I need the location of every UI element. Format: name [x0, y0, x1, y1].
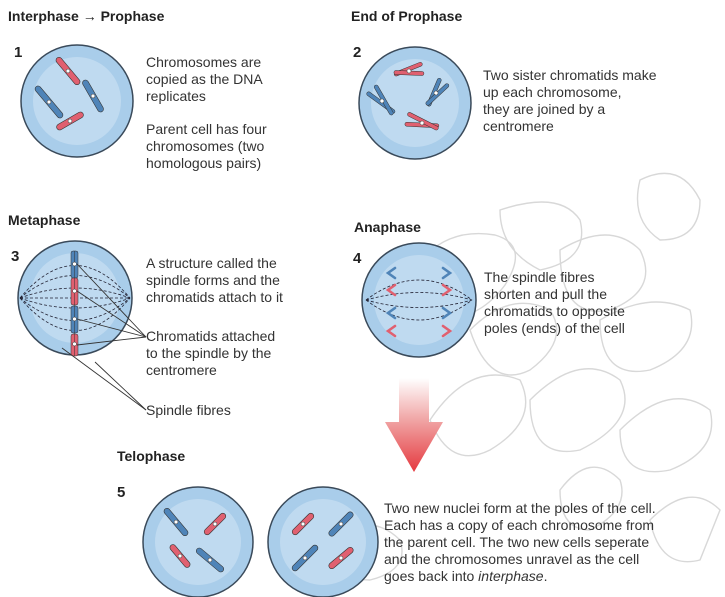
stage4-cell: [358, 240, 488, 370]
text-line: The spindle fibres: [484, 269, 625, 286]
stage3-description: A structure called the spindle forms and…: [146, 255, 283, 306]
stage5-cell-left: [140, 484, 260, 597]
interphase-term: interphase: [478, 568, 543, 584]
text-line: Two new nuclei form at the poles of the …: [384, 500, 656, 517]
text-fragment: .: [544, 568, 548, 584]
stage4-description: The spindle fibres shorten and pull the …: [484, 269, 625, 337]
text-line: Each has a copy of each chromosome from: [384, 517, 656, 534]
stage5-title: Telophase: [117, 448, 185, 464]
stage4-title: Anaphase: [354, 219, 421, 235]
text-line: the parent cell. The two new cells seper…: [384, 534, 656, 551]
text-line: spindle forms and the: [146, 272, 283, 289]
text-line: chromatids to opposite: [484, 303, 625, 320]
chromatids-attached-label: Chromatids attached to the spindle by th…: [146, 328, 275, 379]
stage5-description: Two new nuclei form at the poles of the …: [384, 500, 656, 585]
text-line: Chromatids attached: [146, 328, 275, 345]
stage5-cell-right: [265, 484, 385, 597]
text-fragment: goes back into: [384, 568, 478, 584]
text-line: centromere: [146, 362, 275, 379]
stage5-number: 5: [117, 484, 125, 501]
text-line: shorten and pull the: [484, 286, 625, 303]
text-line: and the chromosomes unravel as the cell: [384, 551, 656, 568]
text-line: to the spindle by the: [146, 345, 275, 362]
down-arrow-icon: [384, 378, 444, 474]
text-line: A structure called the: [146, 255, 283, 272]
text-line: poles (ends) of the cell: [484, 320, 625, 337]
text-line: chromatids attach to it: [146, 289, 283, 306]
text-line-last: goes back into interphase.: [384, 568, 656, 585]
spindle-fibres-label: Spindle fibres: [146, 402, 231, 419]
